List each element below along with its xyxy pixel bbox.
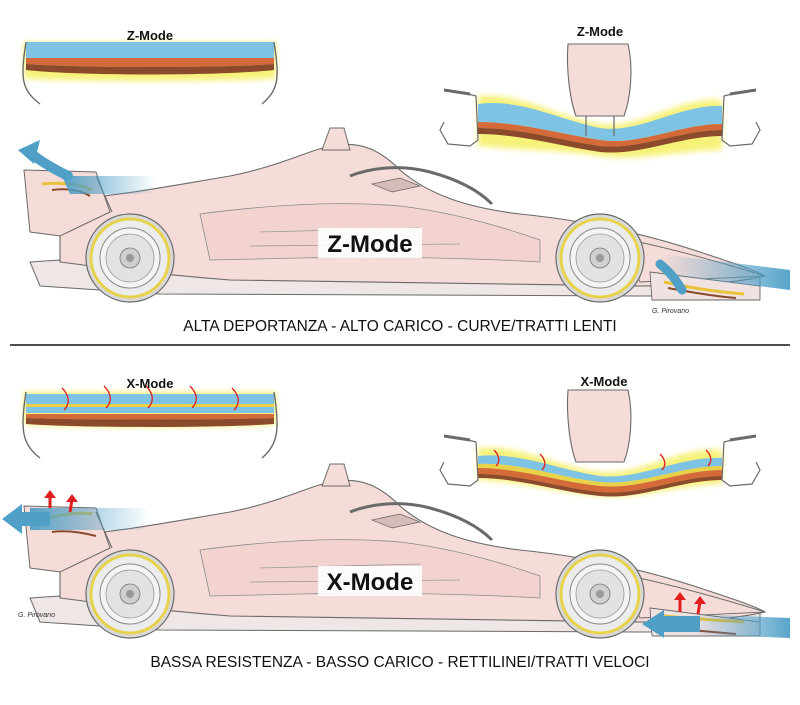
bottom-caption: BASSA RESISTENZA - BASSO CARICO - RETTIL… bbox=[150, 654, 650, 671]
top-car-label-bg bbox=[318, 228, 422, 258]
bottom-rear-wing-section: X-Mode bbox=[22, 376, 278, 459]
bottom-front-wing-title: X-Mode bbox=[581, 374, 628, 389]
top-front-wing-section: Z-Mode bbox=[439, 24, 761, 158]
bottom-car-label-bg bbox=[318, 566, 422, 596]
bottom-rear-wing-arcs bbox=[61, 385, 239, 411]
bottom-front-wing-section: X-Mode bbox=[439, 374, 761, 497]
bottom-credit: G. Pirovano bbox=[18, 612, 55, 619]
bottom-front-wing-arcs bbox=[493, 449, 712, 471]
bottom-front-airflow-arrow bbox=[642, 592, 790, 638]
bottom-panel: X-Mode X-Mode bbox=[2, 374, 790, 638]
top-rear-wing-section: Z-Mode bbox=[22, 28, 278, 105]
top-caption: ALTA DEPORTANZA - ALTO CARICO - CURVE/TR… bbox=[183, 318, 617, 335]
top-credit: G. Pirovano bbox=[652, 308, 689, 315]
top-front-airflow-arrow bbox=[655, 254, 790, 295]
top-car-label: Z-Mode bbox=[327, 231, 412, 258]
bottom-rear-wing-title: X-Mode bbox=[127, 376, 174, 391]
bottom-rear-airflow-arrow bbox=[2, 490, 150, 534]
top-front-wing-title: Z-Mode bbox=[577, 24, 623, 39]
top-rear-airflow-arrow bbox=[18, 140, 156, 194]
top-rear-wing-title: Z-Mode bbox=[127, 28, 173, 43]
bottom-car-label: X-Mode bbox=[327, 569, 414, 596]
top-panel: Z-Mode Z-Mode bbox=[18, 24, 790, 302]
